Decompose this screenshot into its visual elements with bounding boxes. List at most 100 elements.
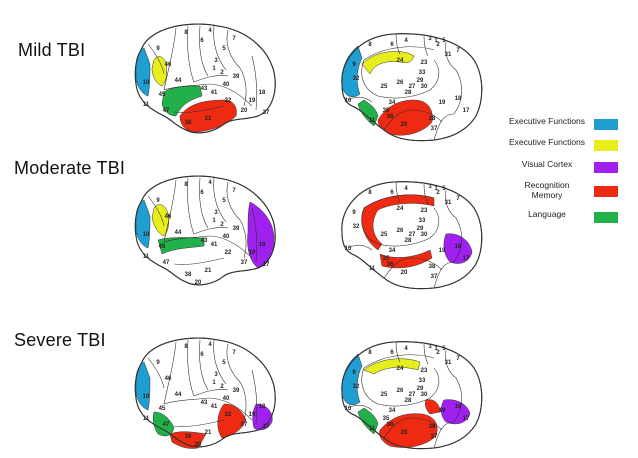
area-label: 9 [156, 360, 160, 366]
area-label: 43 [201, 400, 208, 406]
brain-border [341, 341, 483, 450]
area-label: 36 [387, 262, 394, 268]
area-label: 28 [405, 398, 412, 404]
region-exec_blue [341, 353, 363, 405]
area-label: 7 [456, 356, 460, 362]
region-memory [169, 431, 207, 449]
area-label: 5 [222, 46, 226, 52]
area-label: 26 [397, 388, 404, 394]
area-label: 8 [184, 344, 188, 350]
area-label: 35 [383, 108, 390, 114]
legend-label: Language [528, 209, 566, 219]
area-label: 19 [249, 98, 256, 104]
area-label: 18 [259, 90, 266, 96]
area-label: 8 [368, 350, 372, 356]
area-label: 47 [163, 422, 170, 428]
sulcus-line [173, 419, 225, 427]
area-label: 38 [185, 272, 192, 278]
area-label: 6 [390, 190, 394, 196]
area-label: 4 [404, 186, 408, 192]
sulcus-line [383, 257, 413, 279]
area-label: 7 [456, 196, 460, 202]
area-label: 4 [208, 28, 212, 34]
area-label: 31 [445, 360, 452, 366]
area-label: 19 [249, 250, 256, 256]
area-label: 44 [175, 392, 182, 398]
area-label: 46 [165, 62, 172, 68]
sulcus-line [226, 343, 241, 383]
area-label: 3 [428, 36, 432, 42]
brain-border [341, 181, 483, 290]
sulcus-line [445, 41, 457, 71]
area-label: 20 [195, 442, 202, 448]
area-label: 47 [163, 108, 170, 114]
area-label: 3 [428, 184, 432, 190]
area-label: 29 [417, 78, 424, 84]
area-label: 43 [201, 86, 208, 92]
area-label: 45 [159, 244, 166, 250]
area-label: 33 [419, 378, 426, 384]
area-label: 2 [220, 70, 224, 76]
area-label: 28 [405, 238, 412, 244]
sulcus-line [199, 339, 209, 391]
area-label: 18 [259, 242, 266, 248]
area-label: 2 [436, 350, 440, 356]
area-label: 28 [405, 90, 412, 96]
area-label: 41 [211, 404, 218, 410]
sulcus-line [213, 177, 227, 223]
area-label: 25 [381, 392, 388, 398]
legend-swatch [594, 140, 618, 151]
area-label: 20 [401, 430, 408, 436]
sulcus-line [213, 25, 227, 71]
area-label: 4 [208, 180, 212, 186]
area-label: 18 [455, 404, 462, 410]
area-label: 45 [159, 92, 166, 98]
area-label: 1 [212, 218, 216, 224]
sulcus-line [395, 33, 401, 55]
area-label: 29 [417, 226, 424, 232]
sulcus-line [239, 219, 247, 259]
area-label: 6 [200, 38, 204, 44]
area-label: 18 [455, 96, 462, 102]
area-label: 18 [259, 404, 266, 410]
area-label: 10 [143, 394, 150, 400]
area-label: 47 [163, 260, 170, 266]
sulcus-line [226, 29, 241, 69]
area-label: 30 [421, 232, 428, 238]
area-label: 34 [389, 100, 396, 106]
sulcus-line [377, 237, 431, 247]
sulcus-line [147, 357, 165, 389]
area-label: 41 [211, 242, 218, 248]
legend-label: Executive Functions [508, 116, 586, 126]
brain-border [341, 33, 483, 142]
sulcus-line [163, 27, 177, 91]
sulcus-line [423, 35, 429, 57]
area-label: 27 [409, 392, 416, 398]
sulcus-line [429, 367, 440, 399]
sulcus-line [363, 194, 435, 209]
area-label: 31 [445, 52, 452, 58]
sulcus-line [411, 109, 443, 123]
area-label: 2 [436, 42, 440, 48]
sulcus-line [347, 244, 373, 251]
area-label: 8 [368, 190, 372, 196]
brain-border [134, 175, 276, 286]
sulcus-line [251, 55, 258, 111]
area-label: 11 [143, 102, 150, 108]
area-label: 38 [429, 424, 436, 430]
sulcus-line [433, 421, 455, 449]
sulcus-line [239, 67, 247, 107]
region-language [357, 407, 379, 435]
area-label: 19 [249, 412, 256, 418]
sulcus-line [163, 179, 177, 243]
area-label: 2 [220, 384, 224, 390]
area-label: 20 [195, 280, 202, 286]
area-label: 40 [223, 234, 230, 240]
area-label: 7 [232, 36, 236, 42]
area-label: 17 [263, 262, 270, 268]
brain-border [134, 337, 276, 448]
